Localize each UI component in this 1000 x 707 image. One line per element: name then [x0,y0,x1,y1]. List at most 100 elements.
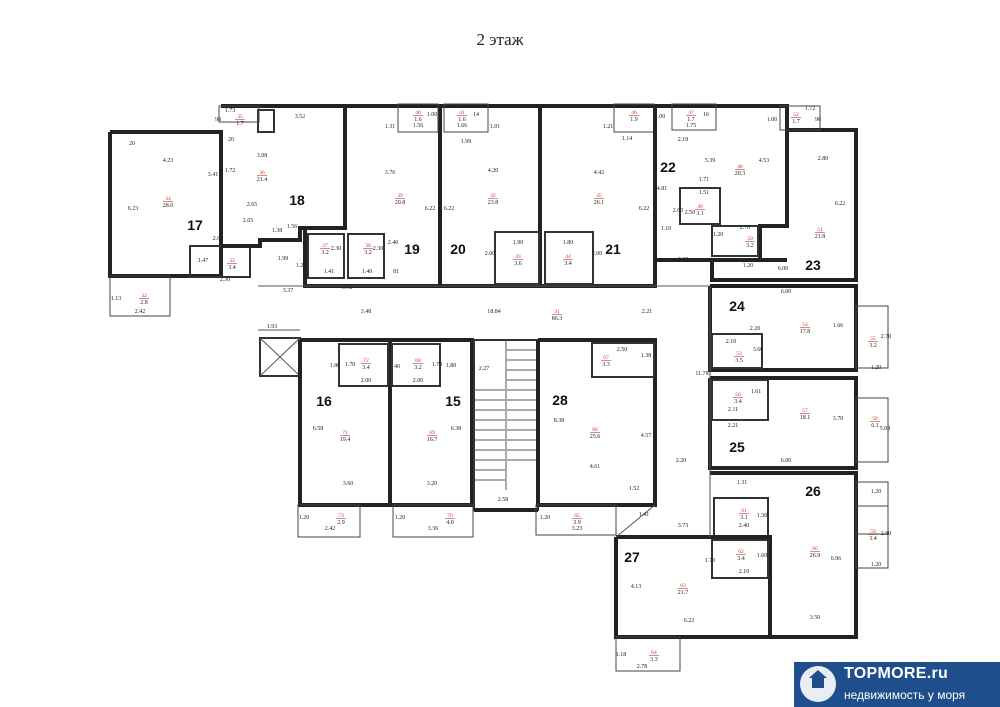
dimension-label: 1.71 [699,177,710,183]
room-area: 3.4 [362,365,370,371]
dimension-label: 3.73 [678,523,689,529]
apartment-number: 18 [289,192,305,208]
dimension-label: 3.20 [427,481,438,487]
room-number: 34 [165,196,171,202]
dimension-label: 1.61 [751,389,762,395]
apartment-number: 21 [605,241,621,257]
room-area: 4.0 [446,520,454,526]
dimension-label: 98 [215,117,221,123]
room-number: 38 [365,243,371,249]
room-area: 1.6 [458,117,466,123]
apartment-number: 17 [187,217,203,233]
dimension-label: 1.80 [330,363,341,369]
dimension-label: 1.72 [805,106,816,112]
dimension-label: 2.30 [220,277,231,283]
room-number: 47 [688,110,694,116]
dimension-label: 1.13 [111,296,122,302]
dimension-label: 14 [473,112,479,118]
room-area: 3.5 [735,358,743,364]
dimension-label: 4.81 [657,186,668,192]
dimension-label: 5.08 [880,426,891,432]
room-area: 3.2 [321,250,329,256]
dimension-label: 1.80 [563,240,574,246]
dimension-label: 1.93 [267,324,278,330]
dimension-label: 1.56 [287,224,298,230]
dimension-label: 2.70 [740,225,751,231]
room-number: 68 [415,358,421,364]
dimension-label: 1.01 [490,124,501,130]
dimension-label: 1.99 [278,256,289,262]
dimension-label: 1.31 [737,480,748,486]
dimension-label: 1.20 [871,489,882,495]
room-area: 28.0 [163,203,174,209]
room-area: 1.7 [687,117,695,123]
dimension-label: 1.10 [661,226,672,232]
room-number: 42 [490,193,496,199]
room-number: 69 [429,430,435,436]
dimension-label: 3.48 [361,309,372,315]
room-number: 64 [651,650,657,656]
dimension-label: 2.40 [388,240,399,246]
room-area: 3.4 [869,536,877,542]
watermark-logo: TOPMORE.ru недвижимость у моря [794,662,1000,707]
dimension-label: 2.80 [818,156,829,162]
dimension-label: 1.47 [198,258,209,264]
room-area: 3.2 [364,250,372,256]
room-number: 53 [736,351,742,357]
dimension-label: 6.00 [778,266,789,272]
dimension-label: 4.61 [590,464,601,470]
room-area: 2.8 [140,300,148,306]
room-number: 55 [870,336,876,342]
dimension-label: 2.42 [325,526,336,532]
room-area: 3.2 [414,365,422,371]
dimension-label: 2.00 [361,378,372,384]
dimension-label: 6.22 [835,201,846,207]
room-number: 71 [342,430,348,436]
dimension-label: 1.18 [616,652,627,658]
room-area: 21.4 [257,177,268,183]
dimension-label: 1.56 [413,123,424,129]
room-area: 86.3 [552,316,563,322]
room-number: 32 [141,293,147,299]
dimension-label: 1.90 [513,240,524,246]
dimension-label: 6.38 [451,426,462,432]
dimension-label: 2.60 [673,208,684,214]
dimension-label: 3.23 [572,526,583,532]
room-number: 57 [802,408,808,414]
dimension-label: 6.00 [781,289,792,295]
dimension-label: 3.70 [833,416,844,422]
room-number: 66 [592,427,598,433]
dimension-label: 1.70 [705,558,716,564]
dimension-label: 3.60 [343,481,354,487]
room-area: 3.3 [650,657,658,663]
dimension-label: 2.21 [642,309,653,315]
room-number: 67 [603,355,609,361]
room-area: 21.7 [678,590,689,596]
room-area: 23.8 [488,200,499,206]
dimension-label: 20 [228,137,234,143]
dimension-label: 11.78 [695,371,708,377]
dimension-label: 8.38 [554,418,565,424]
room-number: 63 [680,583,686,589]
dimension-label: 2.00 [592,251,603,257]
dimension-label: 2.00 [485,251,496,257]
room-area: 3.9 [573,520,581,526]
dimension-label: 2.70 [881,334,892,340]
dimension-label: 2.30 [373,246,384,252]
room-number: 73 [338,513,344,519]
dimension-label: 1.80 [446,363,457,369]
dimension-label: 2.21 [728,423,739,429]
dimension-label: 1.41 [639,512,650,518]
apartment-number: 19 [404,241,420,257]
dimension-label: 6.00 [781,458,792,464]
walls [108,103,889,672]
dimension-label: 2.11 [728,407,738,413]
dimension-label: 4.53 [759,158,770,164]
room-number: 60 [812,546,818,552]
apartment-number: 27 [624,549,640,565]
room-number: 39 [397,193,403,199]
dimension-label: 2.20 [750,326,761,332]
dimension-label: 1.41 [324,269,335,275]
dimension-label: 1.20 [395,515,406,521]
